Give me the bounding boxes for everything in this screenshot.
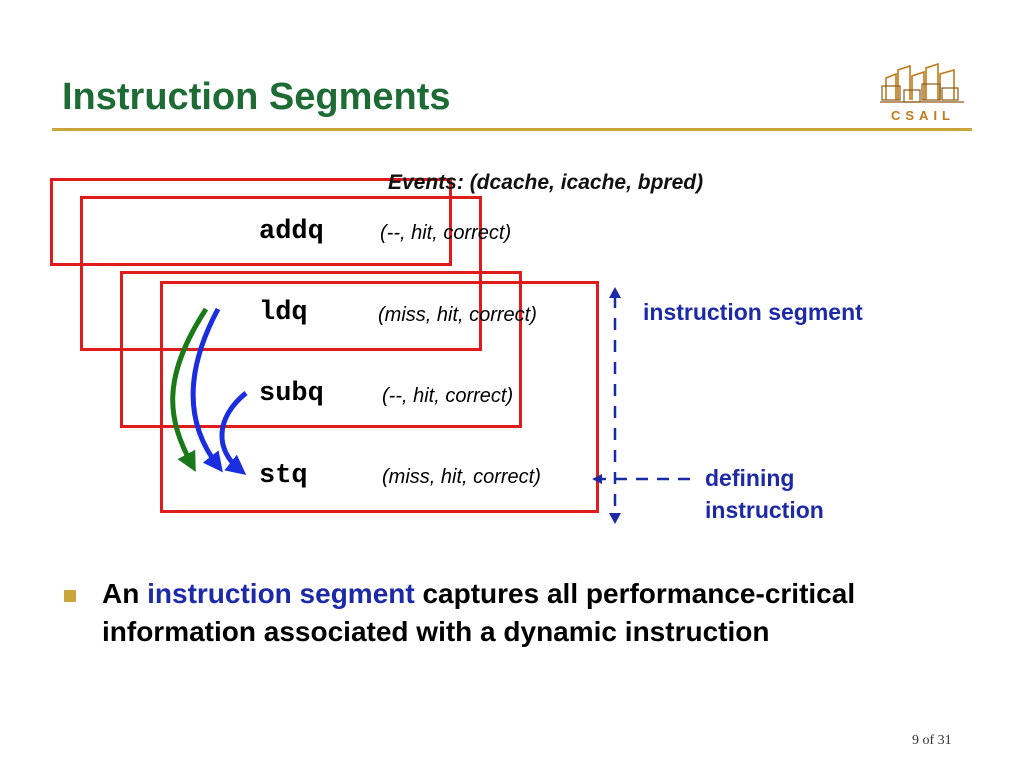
defining-instruction-label: defining instruction xyxy=(705,462,824,526)
defining-pointer-arrowhead xyxy=(592,474,602,484)
bullet-text: An instruction segment captures all perf… xyxy=(102,575,942,651)
title-divider xyxy=(52,128,972,131)
events-subq: (--, hit, correct) xyxy=(382,385,514,407)
csail-logo-icon xyxy=(880,62,964,103)
logo-text: CSAIL xyxy=(891,108,955,123)
instr-addq: addq xyxy=(259,217,324,247)
segment-box-3 xyxy=(120,271,522,428)
segment-box-4 xyxy=(160,281,599,513)
segment-box-1 xyxy=(50,178,452,266)
bullet-marker-icon xyxy=(64,590,76,602)
instr-stq: stq xyxy=(259,461,308,491)
green-dependency-arrow xyxy=(170,307,209,473)
defining-label-line2: instruction xyxy=(705,497,824,523)
events-stq: (miss, hit, correct) xyxy=(382,466,541,488)
segment-extent-top-arrowhead xyxy=(609,287,621,298)
slide-title: Instruction Segments xyxy=(62,76,451,118)
bullet-prefix: An xyxy=(102,578,148,609)
page-number: 9 of 31 xyxy=(912,733,952,748)
bullet-rest: captures all performance-critical inform… xyxy=(102,578,856,647)
blue-dependency-arrow-subq xyxy=(219,391,248,476)
instruction-segment-label: instruction segment xyxy=(643,299,863,325)
bullet-highlight: instruction segment xyxy=(147,578,415,609)
instr-ldq: ldq xyxy=(259,298,308,328)
events-addq: (--, hit, correct) xyxy=(380,222,512,244)
events-ldq: (miss, hit, correct) xyxy=(378,304,537,326)
defining-label-line1: defining xyxy=(705,465,795,491)
events-header: Events: (dcache, icache, bpred) xyxy=(388,171,704,194)
segment-extent-bottom-arrowhead xyxy=(609,513,621,524)
instr-subq: subq xyxy=(259,379,324,409)
blue-dependency-arrow-ldq xyxy=(190,307,223,473)
